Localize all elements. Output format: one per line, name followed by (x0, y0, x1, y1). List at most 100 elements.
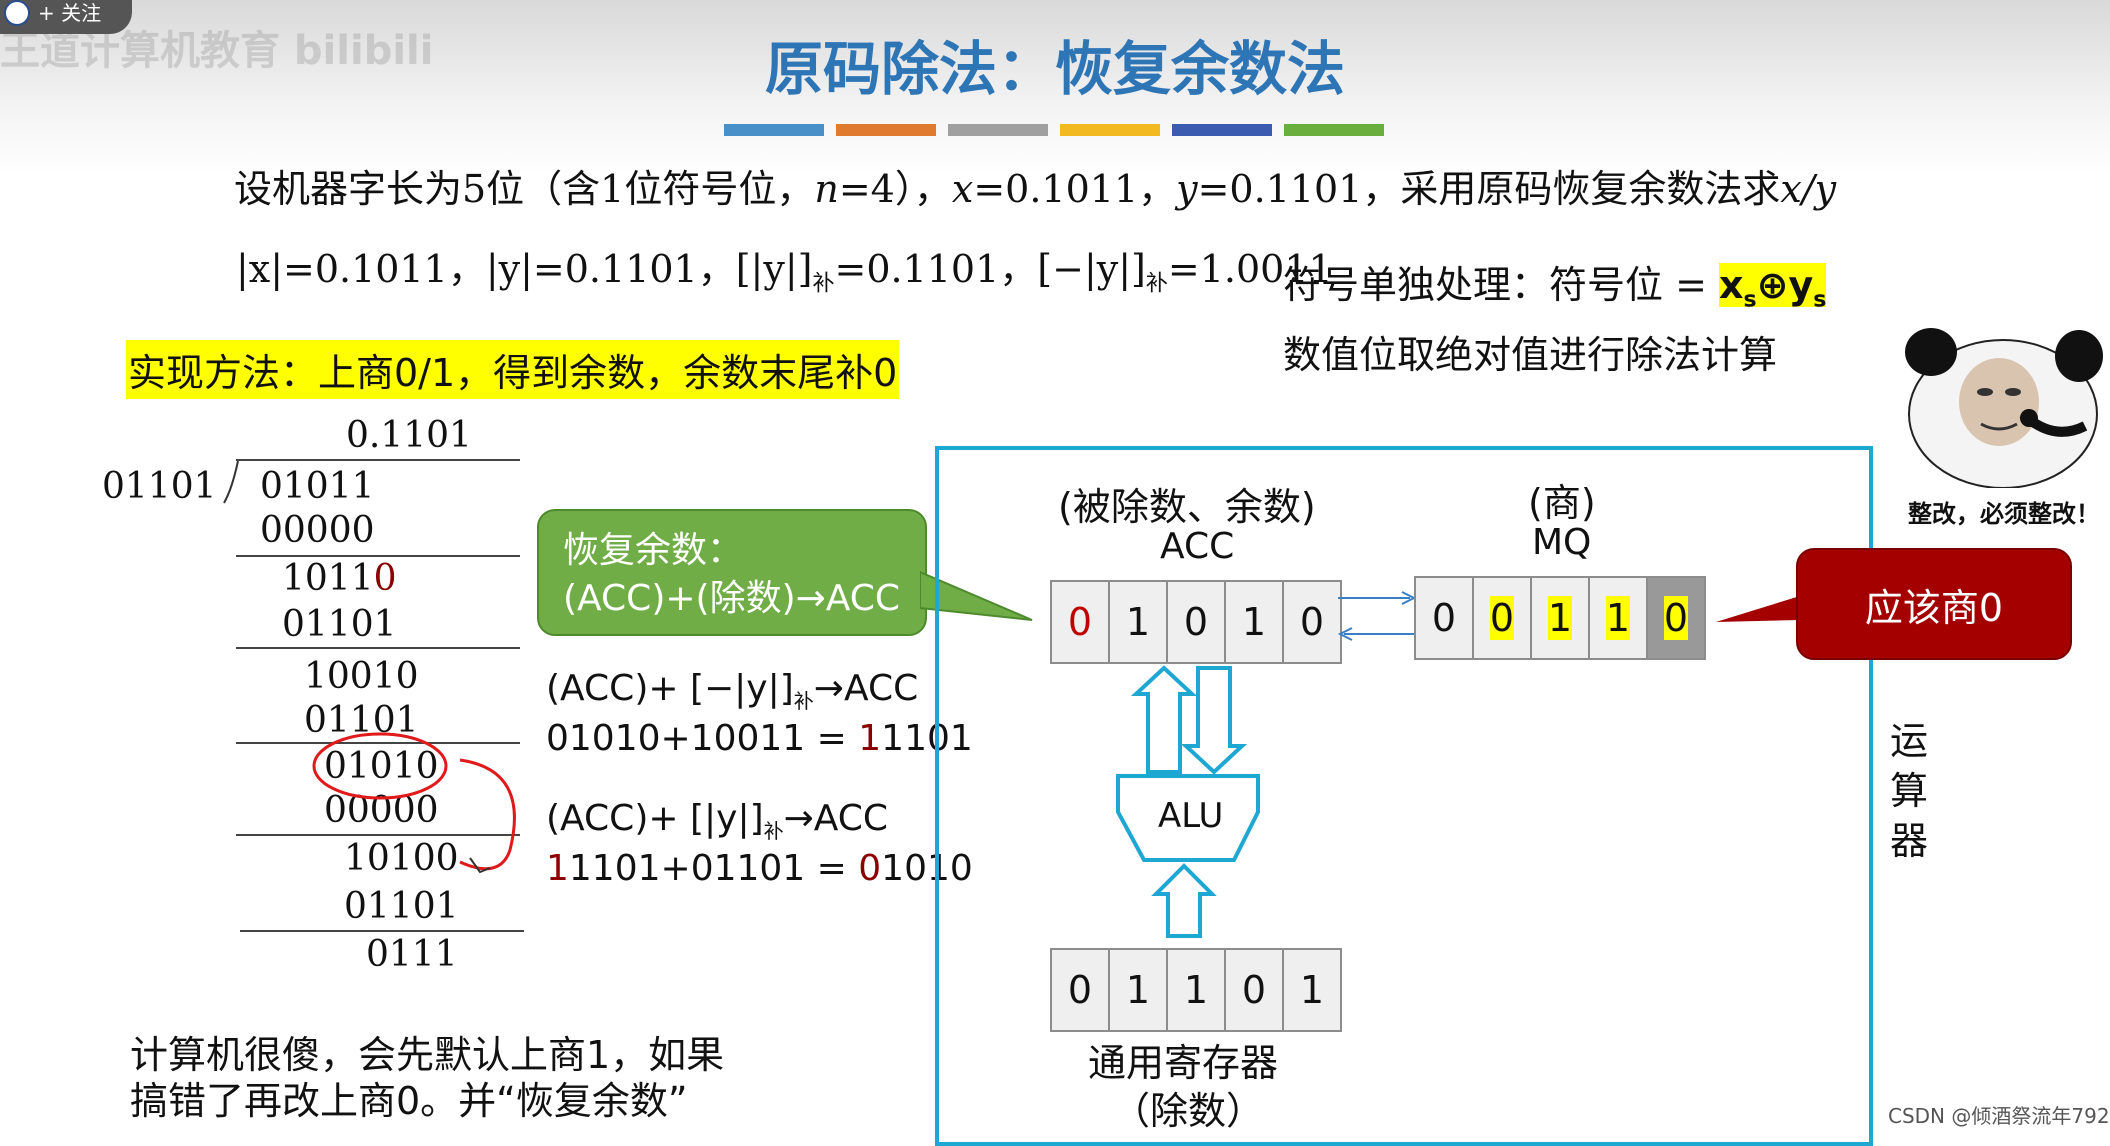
callout-line-1: 恢复余数： (563, 530, 744, 571)
mq-bit-value: 0 (1663, 596, 1689, 640)
neg-y-comp-sub: 补 (1145, 271, 1168, 297)
gpr-subcaption: （除数） (1112, 1089, 1265, 1133)
problem-x: x (951, 167, 974, 211)
mq-bit: 0 (1648, 578, 1704, 658)
color-bar-5 (1172, 124, 1272, 136)
arithmetic-unit-label: 运 算 器 (1890, 716, 1934, 866)
mq-bit-value: 1 (1547, 596, 1573, 640)
op1-eq-rest: 1101 (881, 718, 973, 759)
problem-n: n (814, 167, 839, 211)
red-callout-pointer (1716, 596, 1800, 622)
op1-eq-text: 01010+10011 = (546, 718, 859, 759)
watermark: 王道计算机教育 bilibili (0, 28, 434, 74)
sign-xs: x (1719, 263, 1744, 307)
acc-register: 0 1 0 1 0 (1050, 580, 1342, 664)
dividend: 01011 (260, 466, 375, 507)
op2-eq-rest: 1010 (881, 848, 973, 889)
unit-char: 器 (1890, 819, 1929, 863)
top-fade (0, 0, 2110, 175)
color-bar-3 (948, 124, 1048, 136)
div-row-4: 10010 (304, 656, 419, 697)
div-line-4 (236, 834, 520, 836)
acc-bit: 1 (1110, 582, 1168, 662)
acc-caption: (被除数、余数) (1058, 485, 1316, 529)
panda-meme-image (1905, 328, 2103, 488)
op2-sub: 补 (763, 819, 784, 844)
op1-text: (ACC)+ [−|y|] (546, 668, 794, 709)
op2-text: (ACC)+ [|y|] (546, 798, 764, 839)
unit-char: 运 (1890, 719, 1929, 763)
gpr-bit: 1 (1168, 950, 1226, 1030)
mq-bit: 1 (1590, 578, 1648, 658)
div-line-3 (236, 742, 520, 744)
acc-bit: 0 (1052, 582, 1110, 662)
div-line-5 (240, 930, 524, 932)
sign-ys: y (1788, 263, 1814, 307)
gpr-caption: 通用寄存器 (1088, 1041, 1279, 1085)
problem-text-3: =0.1011， (973, 167, 1177, 211)
div-row-3: 01101 (282, 604, 397, 645)
div-row-10: 0111 (366, 934, 458, 975)
problem-y: y (1176, 167, 1198, 211)
follow-button[interactable]: + 关注 (0, 0, 132, 34)
sign-rule-label: 符号单独处理：符号位 = (1283, 263, 1719, 307)
op2-eq-text: 1101+01101 = (568, 848, 859, 889)
sign-formula: xs⊕ys (1719, 263, 1827, 313)
sign-ys-sub: s (1813, 287, 1827, 313)
color-bar-4 (1060, 124, 1160, 136)
alu-diagram (1116, 665, 1260, 938)
color-bar-1 (724, 124, 824, 136)
acc-bit: 0 (1284, 582, 1340, 662)
follow-label: + 关注 (38, 1, 102, 25)
arithmetic-unit-box (935, 446, 1873, 1146)
note-line-2: 搞错了再改上商0。并“恢复余数” (130, 1079, 688, 1123)
callout-pointer (920, 570, 1033, 621)
sign-xs-sub: s (1743, 287, 1757, 313)
handwritten-annotation (312, 732, 516, 874)
mq-bit-value: 1 (1605, 596, 1631, 640)
mq-bit: 0 (1416, 578, 1474, 658)
slide-title: 原码除法：恢复余数法 (764, 35, 1345, 103)
op2-eq-sign-result: 0 (858, 848, 882, 889)
neg-y-comp: [−|y|] (1037, 247, 1146, 291)
should-quotient-zero-callout: 应该商0 (1796, 548, 2072, 660)
restore-remainder-callout: 恢复余数： (ACC)+(除数)→ACC (537, 509, 927, 636)
acc-bit: 1 (1226, 582, 1284, 662)
color-bar-6 (1284, 124, 1384, 136)
color-bar-2 (836, 124, 936, 136)
method-note: 实现方法：上商0/1，得到余数，余数末尾补0 (126, 340, 900, 399)
acc-bit: 0 (1168, 582, 1226, 662)
value-rule: 数值位取绝对值进行除法计算 (1283, 333, 1778, 377)
y-comp: [|y|] (735, 247, 813, 291)
op1-target: →ACC (813, 668, 919, 709)
acc-label: ACC (1160, 526, 1235, 567)
div-row-8: 10100 (344, 838, 459, 879)
op2-equation: 11101+01101 = 01010 (546, 848, 973, 889)
divisor: 01101 (102, 466, 217, 507)
gpr-register: 0 1 1 0 1 (1050, 948, 1342, 1032)
div-row-2-main: 1011 (282, 558, 374, 599)
problem-text-1: 设机器字长为5位（含1位符号位， (234, 167, 815, 211)
mq-bit: 1 (1532, 578, 1590, 658)
alu-label: ALU (1158, 796, 1224, 836)
op1-equation: 01010+10011 = 11101 (546, 718, 973, 759)
title-color-bars (724, 124, 1384, 136)
mq-label: MQ (1532, 522, 1592, 563)
abs-values-line: |x|=0.1011，|y|=0.1101，[|y|]补=0.1101，[−|y… (236, 238, 1333, 298)
sign-rule: 符号单独处理：符号位 = xs⊕ys (1283, 254, 1827, 313)
mq-caption: (商) (1528, 481, 1596, 525)
gpr-bit: 1 (1110, 950, 1168, 1030)
div-row-2: 10110 (282, 558, 397, 599)
mq-register: 0 0 1 1 0 (1414, 576, 1706, 660)
unit-char: 算 (1890, 769, 1929, 813)
op2-eq-sign: 1 (546, 848, 569, 889)
neg-y-comp-value: =1.0011 (1167, 247, 1333, 291)
gpr-bit: 0 (1226, 950, 1284, 1030)
division-bracket (223, 460, 239, 504)
abs-x: |x|=0.1011， (236, 247, 486, 291)
quotient: 0.1101 (346, 415, 472, 456)
mq-bit: 0 (1474, 578, 1532, 658)
callout-line-2: (ACC)+(除数)→ACC (563, 578, 901, 619)
op1-sub: 补 (793, 689, 814, 714)
op2-target: →ACC (783, 798, 889, 839)
